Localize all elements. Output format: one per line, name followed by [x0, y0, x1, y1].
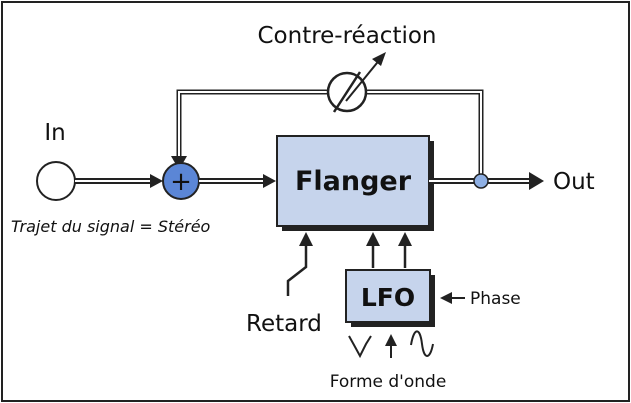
lfo-block-label: LFO — [361, 283, 415, 312]
lfo-block — [345, 269, 431, 323]
output-label: Out — [553, 169, 595, 195]
summer-symbol: + — [170, 167, 192, 197]
flanger-block — [276, 135, 430, 227]
signal-path-label: Trajet du signal = Stéréo — [11, 217, 211, 236]
phase-arrow — [440, 292, 465, 304]
input-label: In — [44, 120, 65, 146]
feedback-label: Contre-réaction — [257, 23, 436, 49]
input-jack-icon — [36, 161, 76, 201]
summer-to-flanger-line — [199, 174, 276, 188]
delay-arrowhead — [299, 232, 313, 246]
flanger-block-label: Flanger — [295, 166, 412, 197]
input-signal-line — [75, 174, 163, 188]
waveform-label: Forme d'onde — [330, 372, 447, 392]
phase-label: Phase — [470, 289, 521, 309]
feedback-junction — [473, 173, 489, 189]
lfo-to-flanger-arrows — [366, 232, 412, 268]
triangle-wave-icon — [348, 335, 372, 359]
sine-wave-icon — [410, 330, 434, 357]
waveform-arrow — [385, 334, 397, 358]
feedback-amount-control — [326, 52, 386, 113]
delay-label: Retard — [246, 311, 322, 337]
delay-control-arrow — [286, 242, 308, 296]
summer-node: + — [162, 162, 200, 200]
